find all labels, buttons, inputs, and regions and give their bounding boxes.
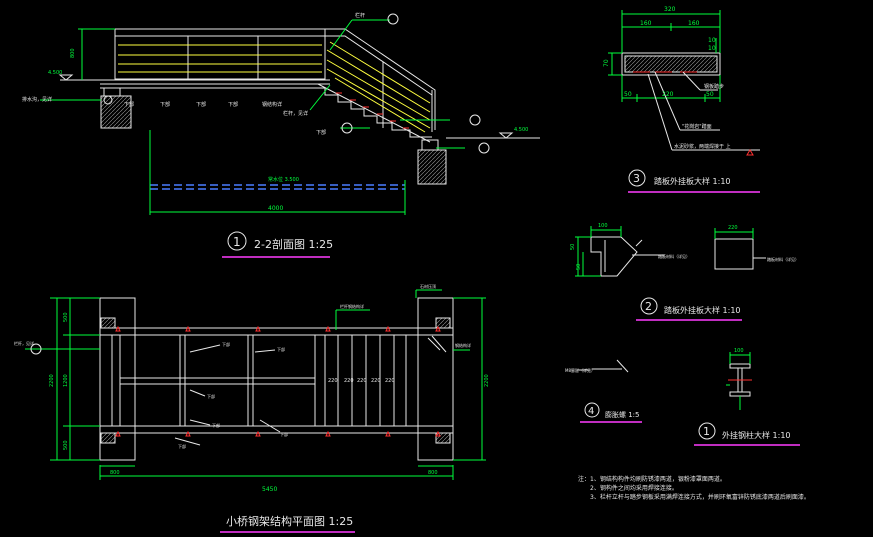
right-abutment [417,149,447,185]
notes-item-1: 1、钢结构构件均刷防锈漆两道，银粉漆罩面两道。 [590,475,726,483]
section-total-dim: 4000 [268,205,283,212]
d3-title: 踏板外挂板大样 1:10 [654,176,731,186]
plan-h-part-1: 500 [63,312,69,322]
left-pier [99,297,136,461]
d1b-bubble [698,422,716,440]
svg-text:栏杆，见详: 栏杆，见详 [283,110,308,117]
d3-num: 3 [633,172,640,185]
d3-note-3: 水泥砂浆，两端焊接于 上 [674,143,731,150]
section-label: 下部 [124,101,134,108]
stair-steps [318,87,432,138]
svg-text:下部: 下部 [277,346,285,352]
d3-note-2: "花岗岩"踏面 [682,123,712,130]
svg-text:220: 220 [385,378,395,384]
d3-dim-right: 160 [688,20,700,27]
section-title: 2-2剖面图 1:25 [254,237,333,251]
bracket-shape [590,236,638,277]
plan-view: 下部 下部 下部 下部 下部 下部 [25,289,486,480]
plate-shape [714,238,754,270]
d2-dim-1: 100 [598,223,608,229]
d4-bubble [584,402,600,418]
d1b-dim: 100 [734,348,744,354]
d1b-num: 1 [703,425,710,438]
level-left: 4.500 [48,70,62,76]
plan-right-dim: 800 [428,470,438,476]
d2-dim-3: 50 [576,264,582,270]
plan-callout: 栏杆钢结构详 [340,303,364,309]
d3-dim-b2: 220 [662,91,674,98]
svg-text:下部: 下部 [160,101,170,108]
plan-title: 小桥钢架结构平面图 1:25 [226,514,353,528]
notes-item-2: 2、钢构件之间均采用焊接连接。 [590,484,678,492]
svg-text:下部: 下部 [316,129,326,136]
svg-text:下部: 下部 [228,101,238,108]
notes-item-3: 3、栏杆立杆与踏步钢板采用满焊连接方式，并刷环氧富锌防锈底漆两道后刷面漆。 [590,493,810,501]
water-level-label: 常水位 3.500 [268,176,299,183]
svg-text:220: 220 [371,378,381,384]
top-beam [99,327,454,336]
svg-text:下部: 下部 [196,101,206,108]
svg-text:栏杆: 栏杆 [355,12,365,19]
plan-h-part-3: 500 [63,440,69,450]
notes-label: 注： [578,475,590,483]
bolt-markers [115,325,441,437]
d3-dim-total: 320 [664,6,676,13]
svg-text:下部: 下部 [280,431,288,437]
plan-total-dim: 5450 [262,486,277,493]
section-height-dim: 800 [70,48,76,58]
detail-2 [575,226,766,277]
plan-h-right: 2200 [484,374,490,387]
svg-text:下部: 下部 [178,443,186,449]
d2-note-1: 踏板材料（详见） [658,253,690,259]
d3-dim-10a: 10 [708,37,716,44]
level-right: 4.500 [514,127,528,133]
d2-title: 踏板外挂板大样 1:10 [664,305,741,315]
d3-dim-b1: 50 [624,91,632,98]
svg-text:下部: 下部 [207,393,215,399]
d2-dim-4: 220 [728,225,738,231]
d1b-title: 外挂钢柱大样 1:10 [722,430,791,440]
d3-note-1: 钢板踏步 [704,83,724,90]
plan-right-top: 石材压顶 [420,283,436,289]
plan-right-note: 钢结构详 [455,342,471,348]
plan-h-total: 2200 [49,374,55,387]
d2-note-2: 踏板材料（详见） [767,256,799,262]
svg-text:220: 220 [328,378,338,384]
d3-dim-10b: 10 [708,45,716,52]
d3-dim-height: 70 [603,59,610,67]
section-title-bubble [227,231,247,251]
svg-text:220: 220 [344,378,354,384]
plan-h-part-2: 1200 [63,374,69,387]
detail-3 [608,10,760,156]
d2-num: 2 [645,300,652,313]
tread-section [621,52,721,76]
section-title-num: 1 [233,235,241,249]
spacing-dims: 220 220 220 220 220 [328,378,395,384]
d2-bubble [640,297,658,315]
svg-text:排水沟，见详: 排水沟，见详 [22,96,52,103]
left-abutment [100,95,132,129]
svg-text:钢结构详: 钢结构详 [262,101,282,108]
d3-bubble [628,169,646,187]
d2-dim-2: 50 [570,244,576,250]
section-view: 下部 下部 下部 下部 钢结构详 栏杆，见详 下部 栏杆 排水沟，见详 [22,12,540,215]
bottom-beam [99,425,454,434]
detail-1b [726,352,752,410]
d3-dim-left: 160 [640,20,652,27]
plan-left-dim: 800 [110,470,120,476]
d3-dim-b3: 50 [706,91,714,98]
d4-num: 4 [588,406,594,417]
plan-left-note: 栏杆，见详 [14,340,34,346]
svg-text:220: 220 [357,378,367,384]
d4-title: 膨胀螺 1:5 [605,410,640,419]
detail-4 [578,359,629,373]
svg-text:下部: 下部 [212,422,220,428]
svg-text:下部: 下部 [222,341,230,347]
d4-note: M8膨胀（详见） [565,367,595,373]
